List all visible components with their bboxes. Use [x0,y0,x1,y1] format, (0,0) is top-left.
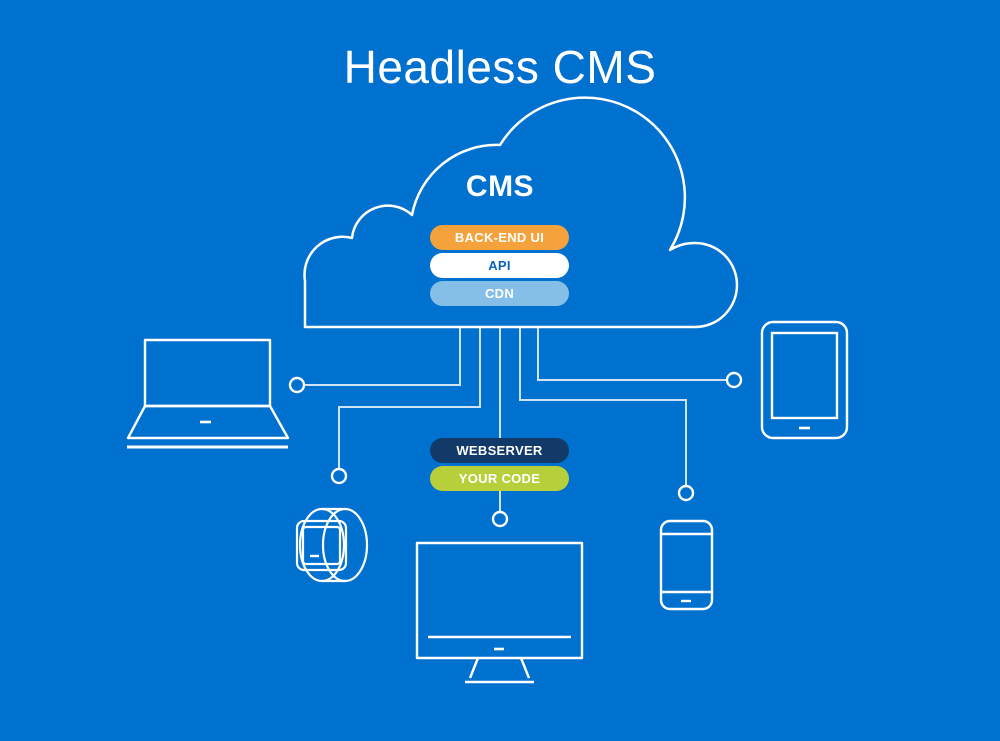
laptop-icon [126,338,290,449]
endpoint-monitor [491,510,509,528]
endpoint-smartwatch [330,467,348,485]
cloud-label: CMS [465,170,535,203]
tablet-icon [760,320,849,440]
desktop-monitor-icon [415,541,584,684]
cms-layer-api[interactable]: API [430,253,569,278]
endpoint-smartphone [677,484,695,502]
cloud-shape [303,96,739,329]
connector-endpoints [288,371,743,528]
cms-layer-cdn[interactable]: CDN [430,281,569,306]
smartphone-icon [659,519,714,611]
server-stack-webserver[interactable]: WEBSERVER [430,438,569,463]
connector-cloud-smartwatch [338,328,481,468]
smartwatch-icon [295,507,369,583]
connector-cloud-smartphone [519,328,687,485]
endpoint-tablet [725,371,743,389]
connector-cloud-laptop [305,328,461,386]
page-title: Headless CMS [343,41,657,93]
connector-lines [305,328,726,512]
connector-cloud-tablet [537,328,726,381]
endpoint-laptop [288,376,306,394]
server-stack-your-code[interactable]: YOUR CODE [430,466,569,491]
cms-layer-back-end-ui[interactable]: BACK-END UI [430,225,569,250]
